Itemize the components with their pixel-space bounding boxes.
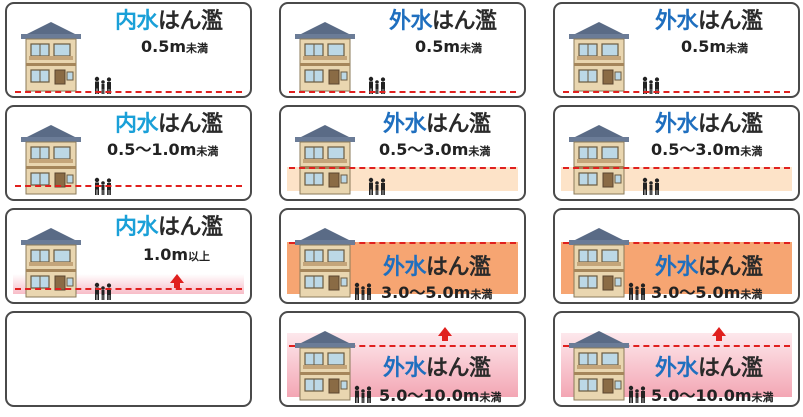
card-gaisui-3.0-5.0m-2: 外水はん濫 3.0〜5.0m未満 <box>553 208 800 304</box>
house-icon <box>295 121 355 195</box>
people-icon <box>93 282 113 300</box>
card-gaisui-5.0-10.0m-2: 外水はん濫 5.0〜10.0m未満 <box>553 311 800 407</box>
people-icon <box>353 385 373 403</box>
card-title: 内水はん濫 <box>115 215 223 240</box>
water-line <box>15 91 242 93</box>
water-line <box>289 91 516 93</box>
card-level: 5.0〜10.0m未満 <box>651 386 774 405</box>
card-title: 外水はん濫 <box>655 112 763 137</box>
water-line <box>563 242 790 244</box>
card-title: 外水はん濫 <box>655 356 763 381</box>
house-icon <box>295 224 355 298</box>
card-empty <box>5 311 252 407</box>
house-icon <box>569 327 629 401</box>
card-level: 0.5m未満 <box>141 37 209 56</box>
card-level: 0.5〜3.0m未満 <box>651 140 763 159</box>
card-title: 外水はん濫 <box>655 255 763 280</box>
card-naisui-over-1.0m: 内水はん濫 1.0m以上 <box>5 208 252 304</box>
card-gaisui-under-0.5m-2: 外水はん濫 0.5m未満 <box>553 2 800 98</box>
card-level: 3.0〜5.0m未満 <box>651 283 763 302</box>
card-gaisui-under-0.5m: 外水はん濫 0.5m未満 <box>279 2 526 98</box>
card-level: 3.0〜5.0m未満 <box>381 283 493 302</box>
card-title: 外水はん濫 <box>383 356 491 381</box>
house-icon <box>21 224 81 298</box>
card-level: 0.5〜3.0m未満 <box>379 140 491 159</box>
card-level: 0.5m未満 <box>681 37 749 56</box>
card-title: 外水はん濫 <box>655 9 763 34</box>
house-icon <box>569 121 629 195</box>
card-title: 外水はん濫 <box>383 112 491 137</box>
card-title: 内水はん濫 <box>115 112 223 137</box>
card-level: 0.5〜1.0m未満 <box>107 140 219 159</box>
up-arrow-icon <box>712 327 726 341</box>
people-icon <box>367 177 387 195</box>
water-line <box>563 345 790 347</box>
house-icon <box>295 327 355 401</box>
card-gaisui-0.5-3.0m-2: 外水はん濫 0.5〜3.0m未満 <box>553 105 800 201</box>
water-line <box>289 345 516 347</box>
house-icon <box>21 121 81 195</box>
water-line <box>289 167 516 169</box>
house-icon <box>569 224 629 298</box>
up-arrow-icon <box>170 274 184 288</box>
card-title: 外水はん濫 <box>389 9 497 34</box>
people-icon <box>353 282 373 300</box>
house-icon <box>295 18 355 92</box>
house-icon <box>21 18 81 92</box>
water-line <box>15 185 242 187</box>
water-line <box>563 167 790 169</box>
card-title: 外水はん濫 <box>383 255 491 280</box>
up-arrow-icon <box>438 327 452 341</box>
card-level: 0.5m未満 <box>415 37 483 56</box>
card-gaisui-0.5-3.0m: 外水はん濫 0.5〜3.0m未満 <box>279 105 526 201</box>
water-line <box>15 288 242 290</box>
water-line <box>563 91 790 93</box>
people-icon <box>627 385 647 403</box>
card-gaisui-3.0-5.0m: 外水はん濫 3.0〜5.0m未満 <box>279 208 526 304</box>
people-icon <box>641 177 661 195</box>
house-icon <box>569 18 629 92</box>
card-level: 1.0m以上 <box>143 245 211 264</box>
card-level: 5.0〜10.0m未満 <box>379 386 502 405</box>
card-title: 内水はん濫 <box>115 9 223 34</box>
card-naisui-under-0.5m: 内水はん濫 0.5m未満 <box>5 2 252 98</box>
card-naisui-0.5-1.0m: 内水はん濫 0.5〜1.0m未満 <box>5 105 252 201</box>
card-gaisui-5.0-10.0m: 外水はん濫 5.0〜10.0m未満 <box>279 311 526 407</box>
people-icon <box>627 282 647 300</box>
water-line <box>289 242 516 244</box>
